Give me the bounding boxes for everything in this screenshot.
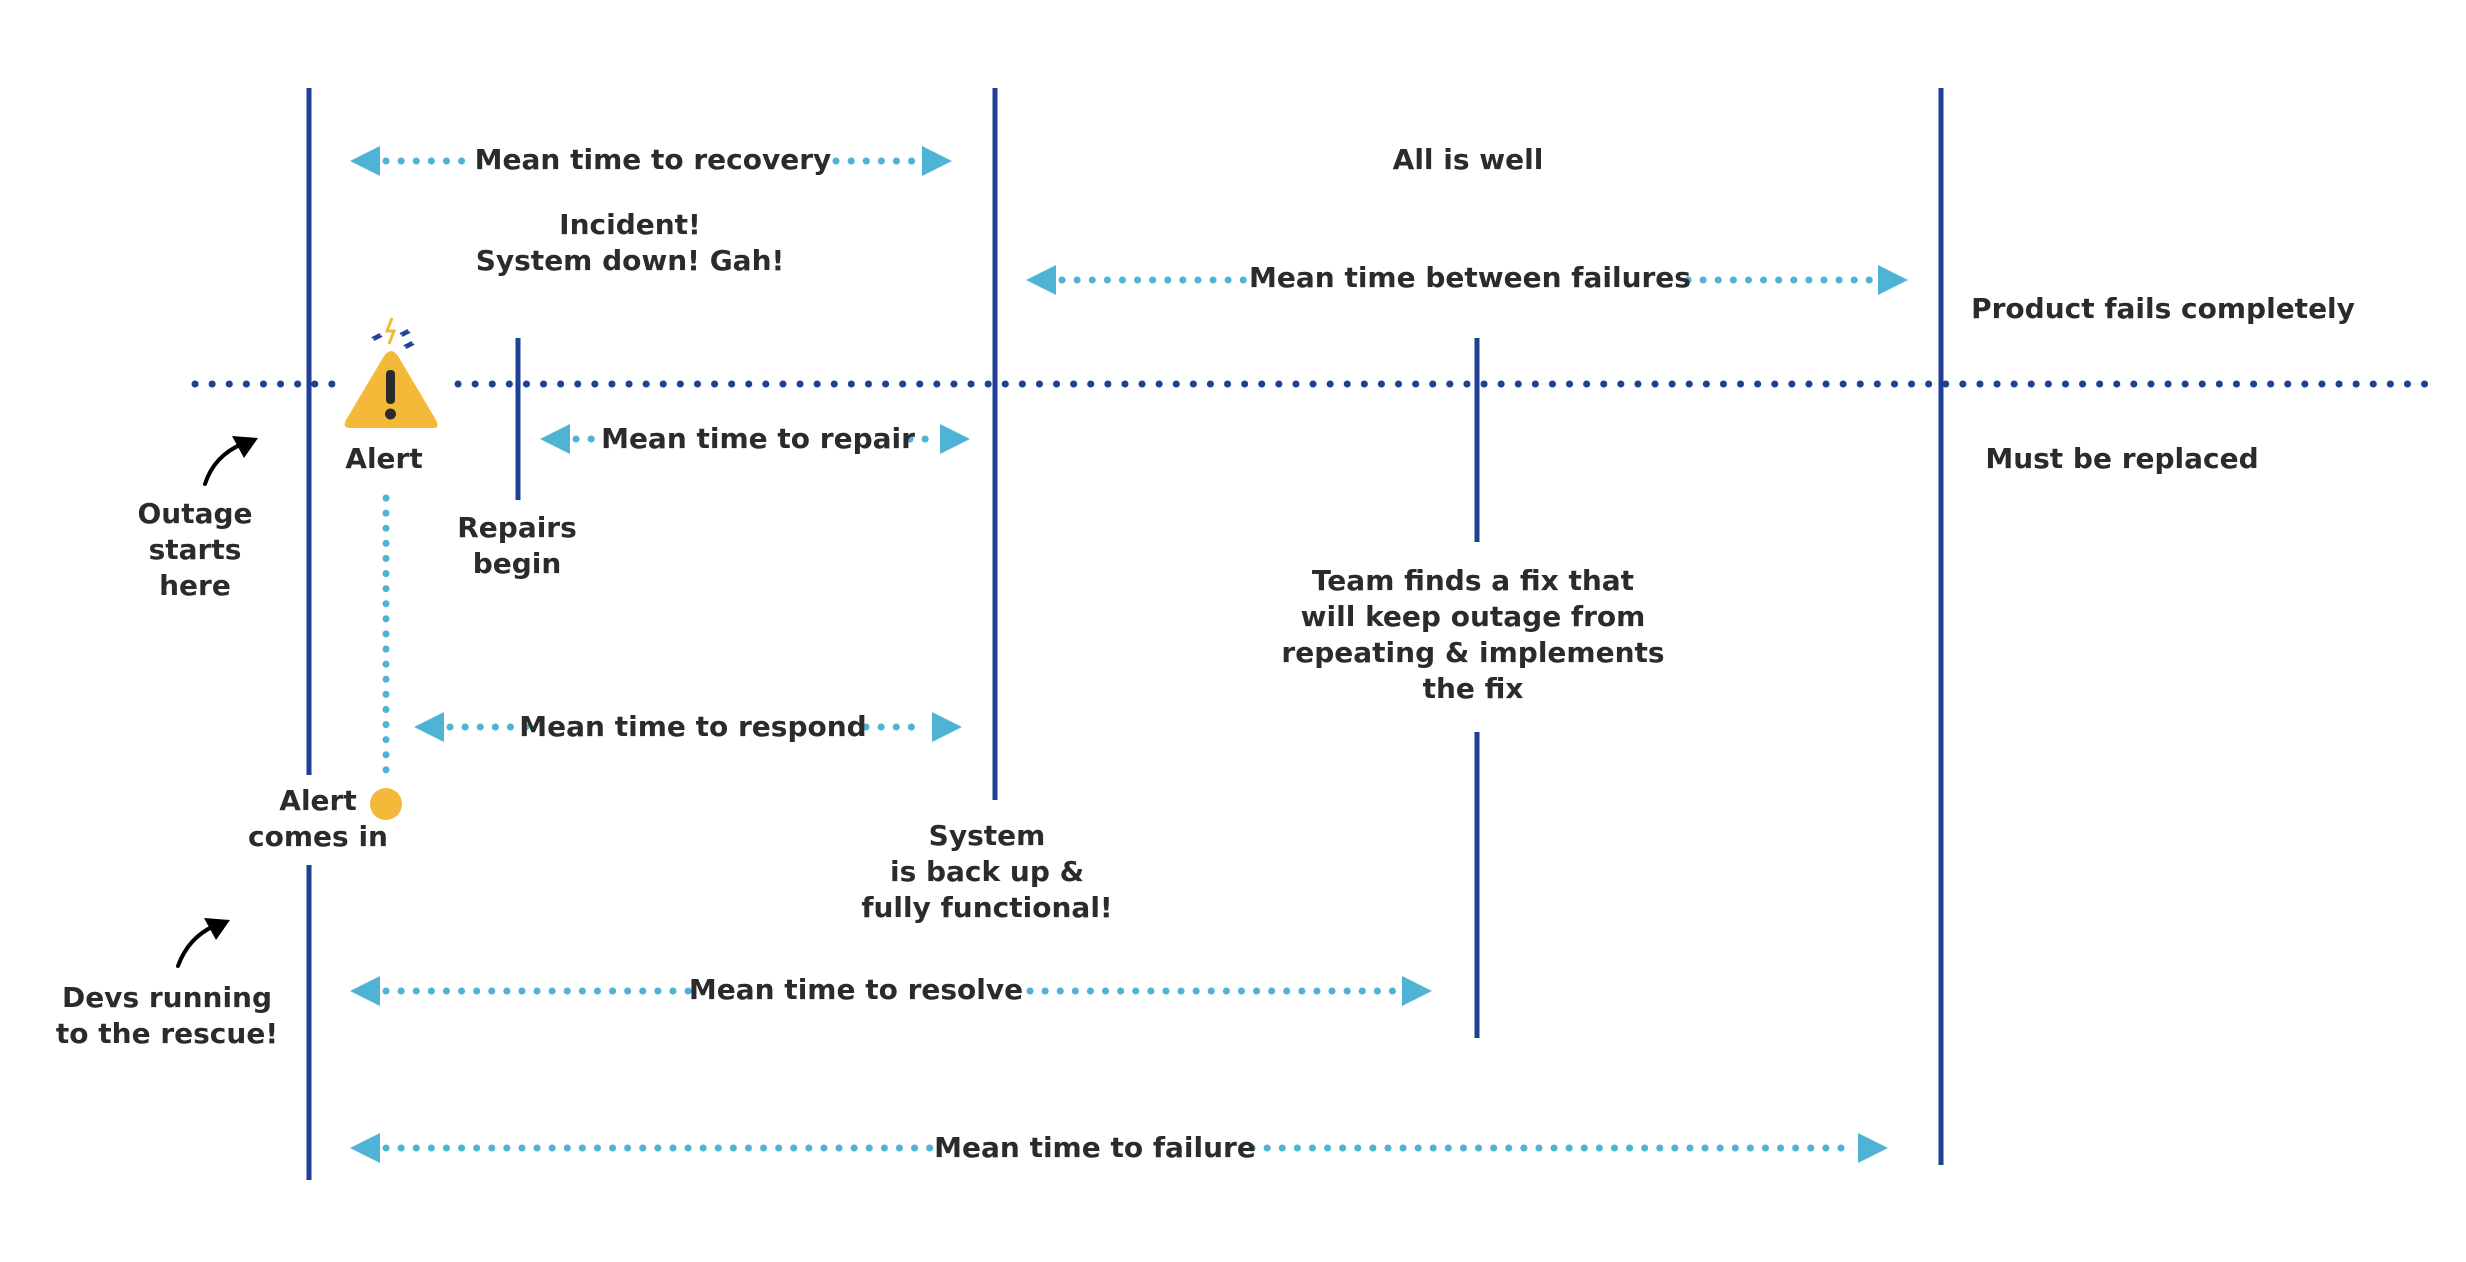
mtbf-label: Mean time between failures [1249, 261, 1691, 294]
all-is-well-label: All is well [1392, 143, 1544, 176]
mtr-recovery-arrow [350, 146, 952, 176]
devs-rescue-label: Devs running to the rescue! [55, 981, 279, 1050]
mtr-resolve-label: Mean time to resolve [688, 973, 1024, 1006]
repairs-begin-label: Repairs begin [457, 511, 577, 580]
system-back-label: System is back up & fully functional! [861, 819, 1113, 924]
alert-label: Alert [345, 442, 423, 475]
alert-comes-in-label: Alert comes in [248, 784, 388, 853]
mtr-repair-label: Mean time to repair [601, 422, 915, 455]
team-fix-label: Team finds a fix that will keep outage f… [1281, 564, 1665, 705]
outage-starts-label: Outage starts here [137, 497, 253, 602]
curved-arrow-icon [176, 918, 230, 968]
product-fails-label: Product fails completely [1971, 292, 2355, 325]
mtr-respond-label: Mean time to respond [519, 710, 867, 743]
must-be-replaced-label: Must be replaced [1985, 442, 2259, 475]
mttf-arrow [350, 1133, 1888, 1163]
mtr-repair-arrow [540, 424, 970, 454]
mtr-resolve-arrow [350, 976, 1432, 1006]
mtr-respond-arrow [414, 712, 962, 742]
mtbf-arrow [1026, 265, 1908, 295]
incident-label: Incident! System down! Gah! [475, 208, 785, 277]
mttf-label: Mean time to failure [934, 1131, 1256, 1164]
mtr-recovery-label: Mean time to recovery [474, 143, 832, 176]
warning-triangle-icon [344, 317, 438, 428]
curved-arrow-icon [203, 436, 258, 486]
yellow-dot-icon [370, 788, 402, 820]
